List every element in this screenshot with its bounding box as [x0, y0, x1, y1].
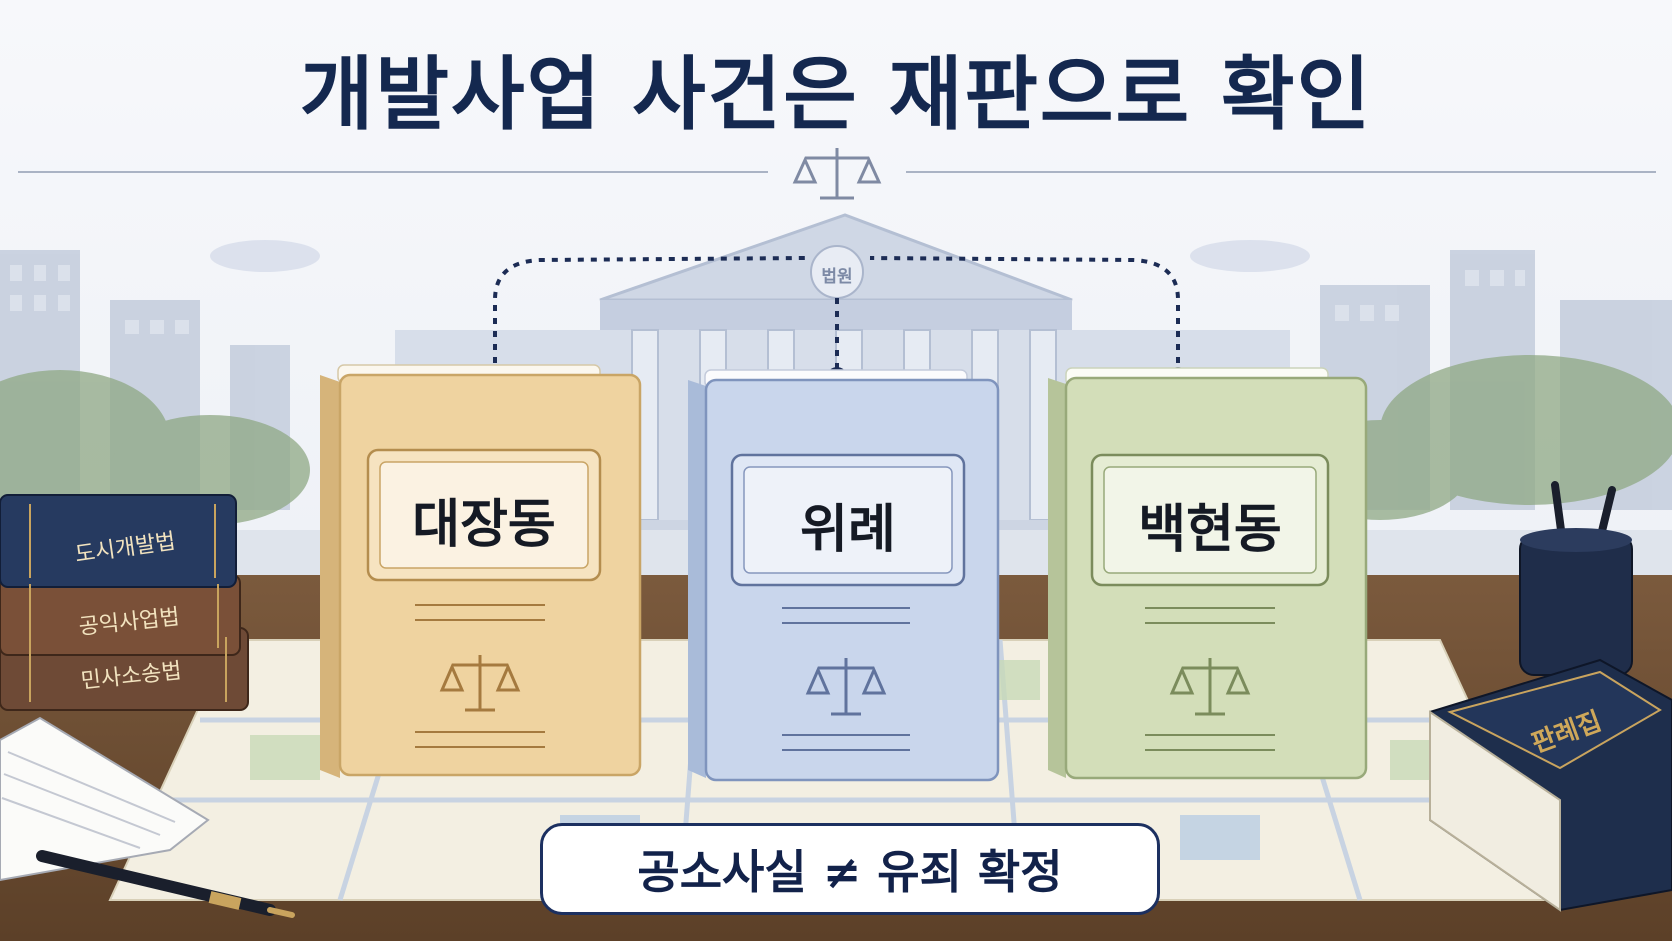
folder-label-wirye: 위례 — [800, 500, 896, 560]
page-title: 개발사업 사건은 재판으로 확인 — [299, 48, 1373, 141]
header-divider — [18, 148, 1656, 200]
statement-text: 공소사실 ≠ 유죄 확정 — [637, 845, 1063, 899]
pen-icon — [36, 850, 295, 918]
pen-holder-icon — [1519, 481, 1633, 676]
court-seal-label: 법원 — [821, 267, 853, 287]
scales-icon — [1169, 658, 1251, 716]
scales-icon — [805, 658, 887, 716]
folder-daejang-dong[interactable] — [320, 364, 642, 778]
law-books-stack — [0, 494, 249, 711]
scales-icon — [439, 655, 521, 712]
casebook — [1429, 658, 1672, 912]
notebook-icon — [0, 716, 210, 882]
statement-box: 공소사실 ≠ 유죄 확정 — [540, 823, 1160, 915]
connector-lines — [493, 256, 1180, 376]
folder-wirye[interactable] — [688, 369, 1000, 782]
scales-icon — [792, 148, 882, 200]
folder-label-baekhyeon-dong: 백현동 — [1138, 500, 1282, 560]
folder-label-daejang-dong: 대장동 — [412, 495, 556, 555]
folder-baekhyeon-dong[interactable] — [1048, 367, 1368, 780]
